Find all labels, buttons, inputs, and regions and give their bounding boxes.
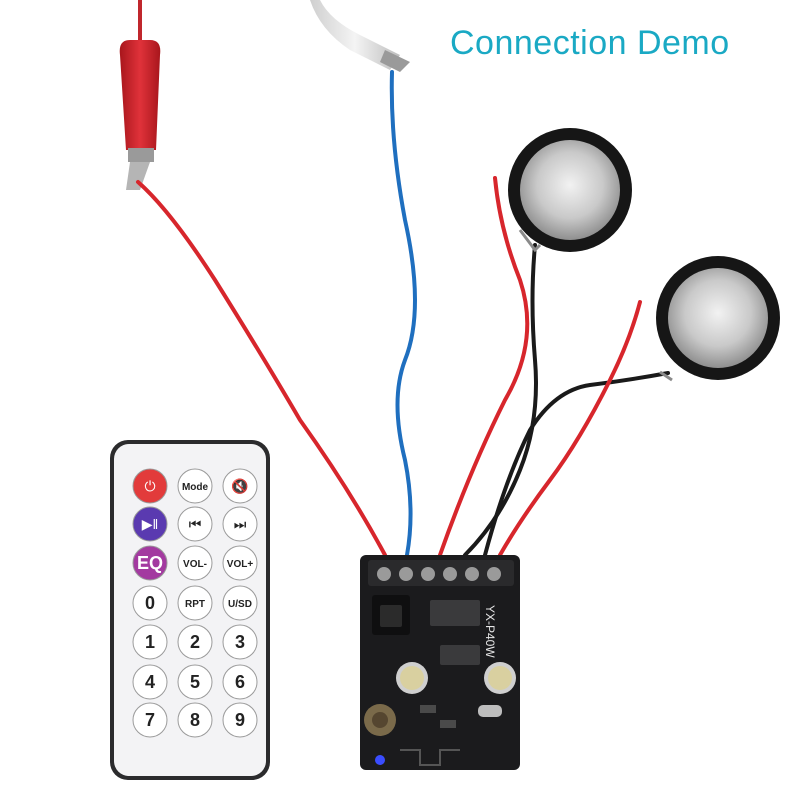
remote-key-label: VOL-	[183, 559, 207, 570]
white-alligator-clip	[310, 0, 410, 72]
remote-key-k3: 3	[222, 624, 258, 660]
remote-key-label: 8	[190, 710, 200, 730]
amplifier-board: YX-P40W	[360, 555, 520, 770]
remote-key-k0: 0	[132, 585, 168, 621]
remote-key-label: U/SD	[228, 599, 252, 610]
remote-key-label: 9	[235, 710, 245, 730]
remote-key-label: 0	[145, 593, 155, 613]
red-wire-to-clip	[136, 180, 387, 557]
remote-key-label: 3	[235, 632, 245, 652]
remote-key-volup: VOL+	[222, 545, 258, 581]
remote-key-k5: 5	[177, 664, 213, 700]
previous-icon: ⏮	[189, 516, 202, 532]
remote-key-k8: 8	[177, 702, 213, 738]
remote-key-k2: 2	[177, 624, 213, 660]
remote-key-label: 4	[145, 672, 155, 692]
play-pause-icon: ▶‖	[142, 516, 159, 532]
mute-icon: 🔇	[231, 478, 248, 495]
remote-key-k6: 6	[222, 664, 258, 700]
speaker-2	[656, 256, 780, 382]
blue-led	[375, 755, 385, 765]
power-icon: ⏻	[144, 478, 155, 494]
remote-key-power: ⏻	[132, 468, 168, 504]
blue-wire	[389, 70, 417, 557]
remote-key-k1: 1	[132, 624, 168, 660]
next-icon: ⏭	[234, 516, 247, 532]
wires	[136, 70, 670, 557]
red-alligator-clip	[119, 0, 161, 190]
remote-key-eq: EQ	[132, 545, 168, 581]
remote-key-rpt: RPT	[177, 585, 213, 621]
speaker1-red-wire	[438, 176, 530, 557]
remote-key-label: EQ	[137, 553, 163, 573]
speaker-1	[508, 128, 632, 253]
remote-key-label: RPT	[185, 599, 205, 610]
remote-key-label: VOL+	[227, 559, 254, 570]
connection-demo-title: Connection Demo	[450, 24, 730, 62]
remote-key-prev: ⏮	[177, 506, 213, 542]
speaker2-red-wire	[498, 300, 642, 557]
remote-key-k9: 9	[222, 702, 258, 738]
remote-key-label: 1	[145, 632, 155, 652]
remote-key-label: 7	[145, 710, 155, 730]
remote-key-voldown: VOL-	[177, 545, 213, 581]
remote-key-label: Mode	[182, 482, 209, 493]
remote-control: ⏻ Mode 🔇 ▶‖ ⏮ ⏭ EQ VOL- VOL+ 0 RPT U/SD 1 2 3 4 5 6 7 8 9	[110, 440, 270, 780]
remote-key-next: ⏭	[222, 506, 258, 542]
remote-key-k4: 4	[132, 664, 168, 700]
remote-key-mode: Mode	[177, 468, 213, 504]
remote-key-label: 5	[190, 672, 200, 692]
remote-key-usd: U/SD	[222, 585, 258, 621]
remote-key-label: 6	[235, 672, 245, 692]
remote-key-label: 2	[190, 632, 200, 652]
remote-key-mute: 🔇	[222, 468, 258, 504]
board-model-label: YX-P40W	[483, 605, 497, 658]
remote-key-play: ▶‖	[132, 506, 168, 542]
remote-key-k7: 7	[132, 702, 168, 738]
speaker2-black-wire	[483, 371, 670, 557]
